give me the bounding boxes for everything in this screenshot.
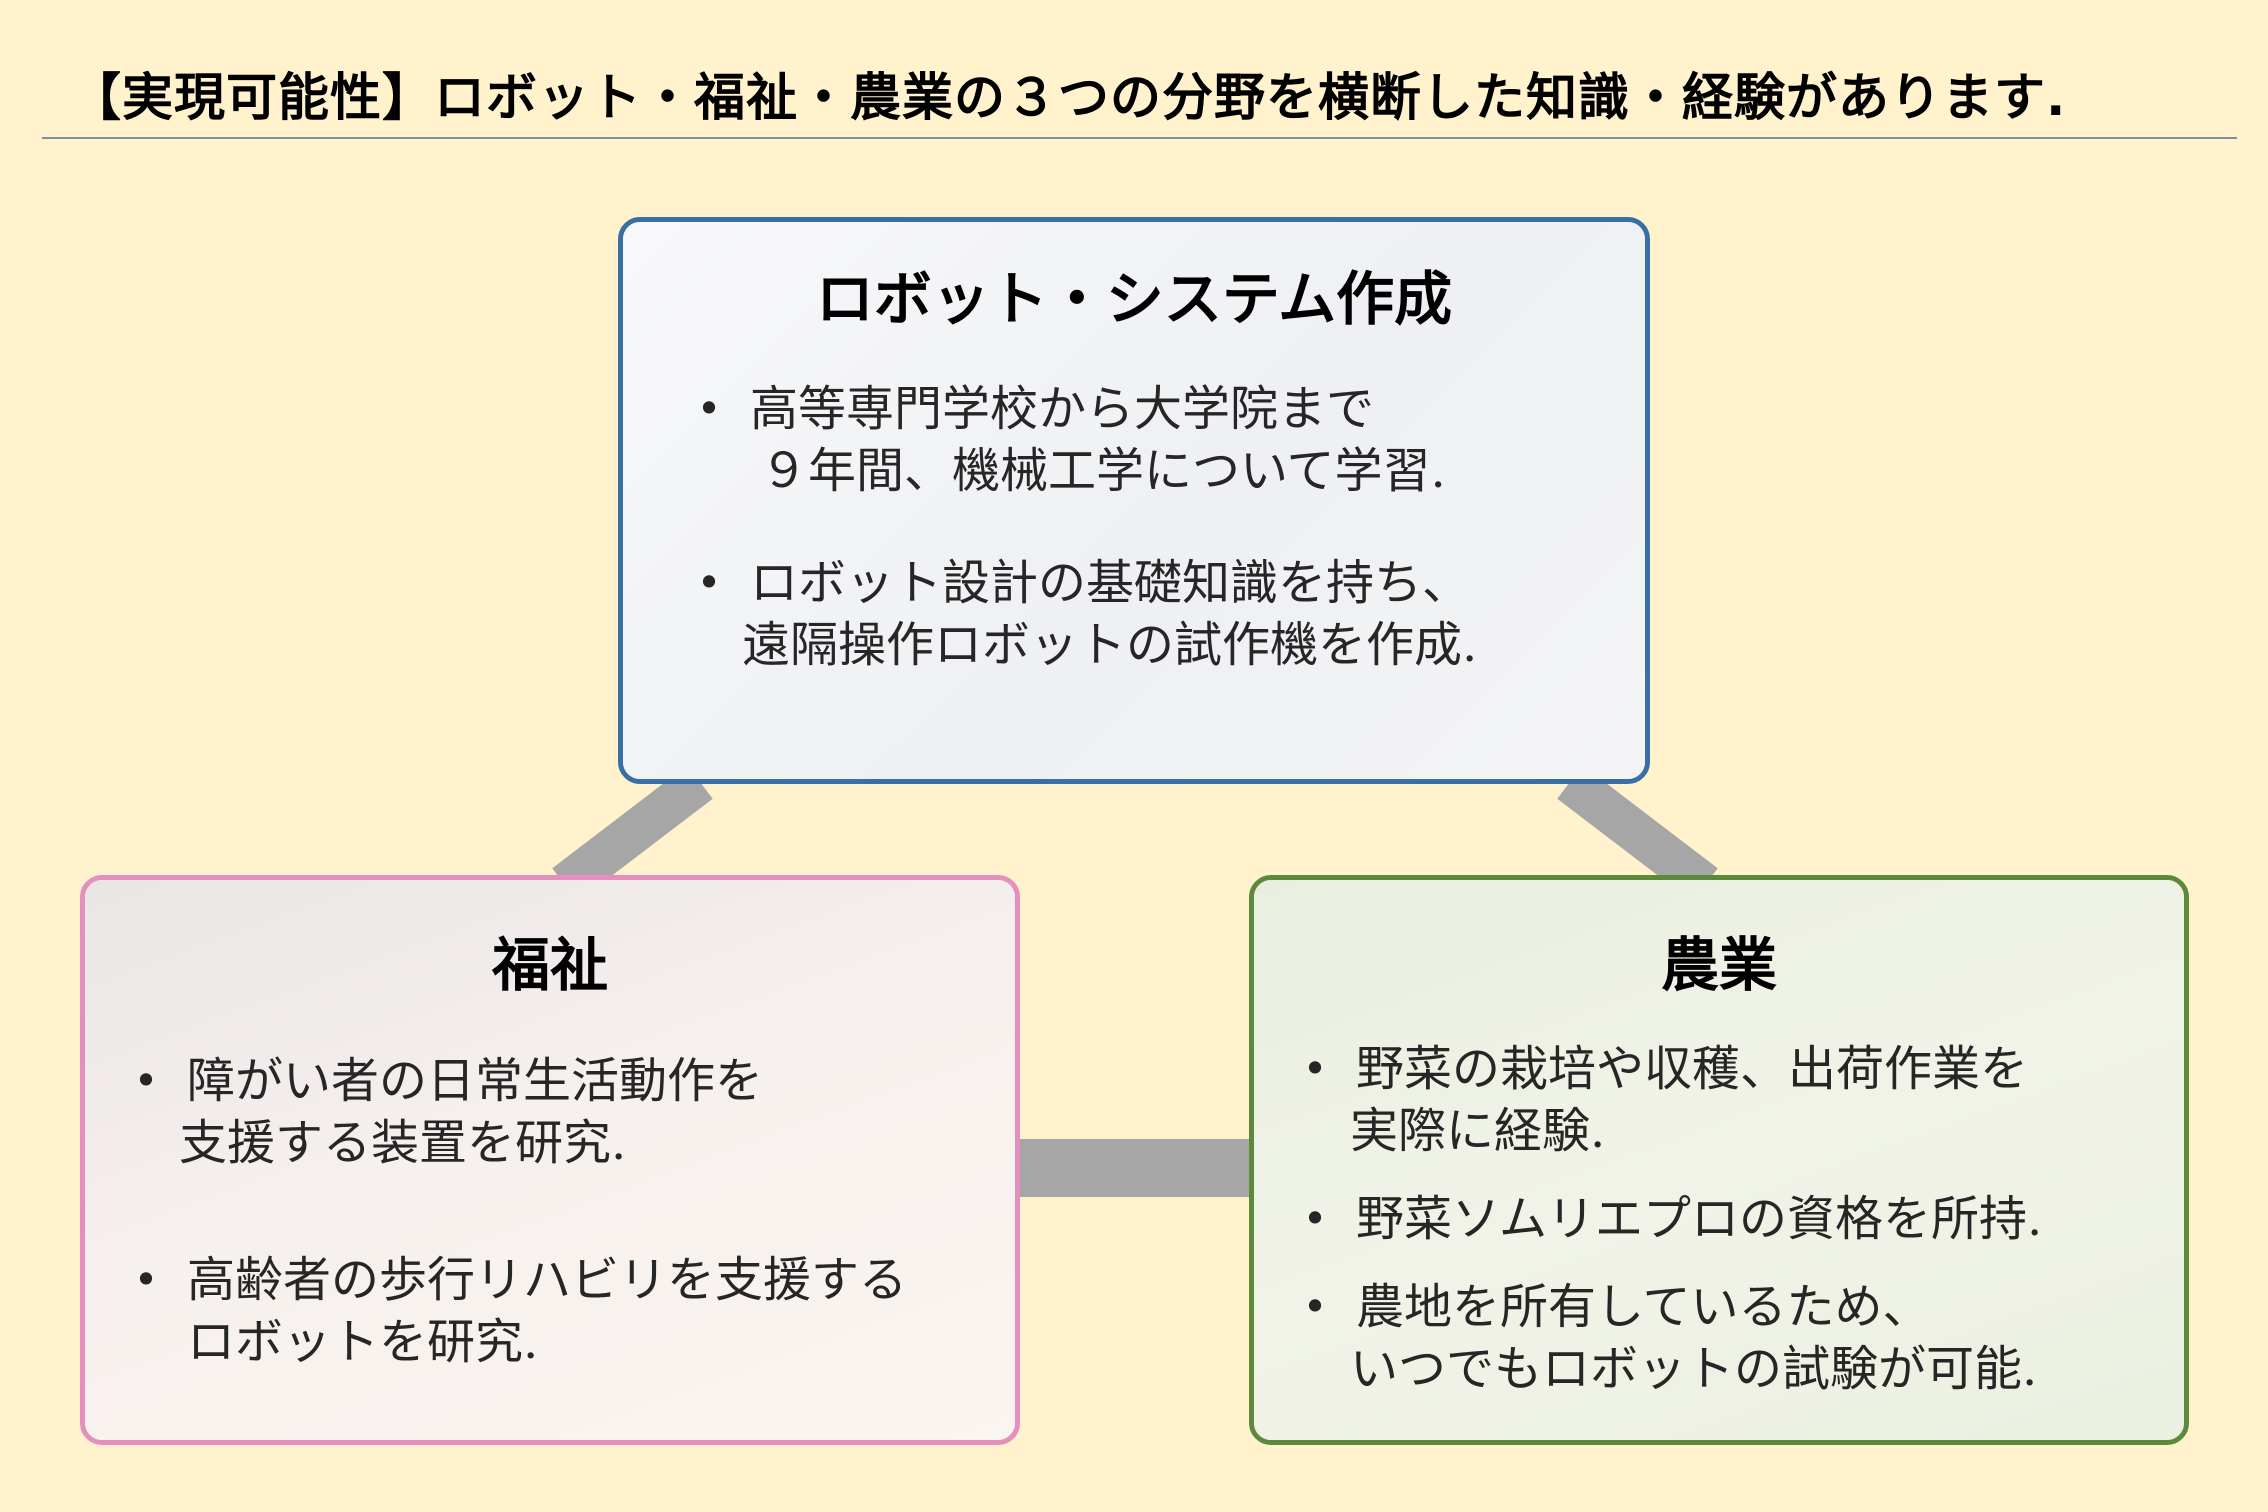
bullet-marker: •	[1302, 1044, 1328, 1093]
list-item-text: 障がい者の日常生活動作を	[187, 1053, 764, 1109]
list-item-text: 実際に経験.	[1350, 1103, 1606, 1159]
robot-box-title: ロボット・システム作成	[815, 265, 1453, 333]
list-item-text: ロボット設計の基礎知識を持ち、	[750, 555, 1471, 611]
list-item-text: いつでもロボットの試験が可能.	[1350, 1341, 2038, 1397]
list-item-text: 高等専門学校から大学院まで	[750, 381, 1375, 437]
welfare-box-title: 福祉	[491, 931, 608, 999]
list-item-text: 高齢者の歩行リハビリを支援する	[187, 1252, 908, 1308]
connector-robot-agri	[1557, 765, 1718, 902]
title-divider	[42, 137, 2237, 139]
list-item-text: 農地を所有しているため、	[1356, 1279, 1931, 1335]
list-item-text: ロボットを研究.	[187, 1314, 539, 1370]
bullet-marker: •	[133, 1255, 159, 1304]
list-item-text: 野菜ソムリエプロの資格を所持.	[1356, 1191, 2043, 1247]
list-item-text: 野菜の栽培や収穫、出荷作業を	[1356, 1041, 2029, 1097]
bullet-marker: •	[1302, 1194, 1328, 1243]
welfare-box: 福祉 • 障がい者の日常生活動作を 支援する装置を研究. • 高齢者の歩行リハビ…	[80, 875, 1020, 1445]
agriculture-photo-background	[1254, 880, 2184, 1440]
list-item: • 障がい者の日常生活動作を 支援する装置を研究.	[105, 1050, 1015, 1174]
agriculture-box: 農業 • 野菜の栽培や収穫、出荷作業を 実際に経験. • 野菜ソムリエプロの資格…	[1249, 875, 2189, 1445]
list-item: • ロボット設計の基礎知識を持ち、 遠隔操作ロボットの試作機を作成.	[668, 552, 1645, 676]
bullet-marker: •	[1302, 1282, 1328, 1331]
list-item-text: 遠隔操作ロボットの試作機を作成.	[742, 617, 1478, 673]
bullet-marker: •	[696, 558, 722, 607]
bullet-marker: •	[133, 1056, 159, 1105]
agriculture-bullet-list: • 野菜の栽培や収穫、出荷作業を 実際に経験. • 野菜ソムリエプロの資格を所持…	[1254, 1038, 2184, 1400]
agriculture-box-title: 農業	[1660, 931, 1777, 999]
welfare-bullet-list: • 障がい者の日常生活動作を 支援する装置を研究. • 高齢者の歩行リハビリを支…	[85, 1050, 1015, 1373]
bullet-marker: •	[696, 384, 722, 433]
page-title: 【実現可能性】ロボット・福祉・農業の３つの分野を横断した知識・経験があります.	[70, 69, 2067, 128]
list-item-text: ９年間、機械工学について学習.	[760, 443, 1446, 499]
list-item: • 高齢者の歩行リハビリを支援する ロボットを研究.	[105, 1249, 1015, 1373]
robot-photo-background	[623, 222, 1645, 779]
list-item: • 野菜ソムリエプロの資格を所持.	[1274, 1188, 2184, 1250]
welfare-photo-background	[85, 880, 1015, 1440]
robot-bullet-list: • 高等専門学校から大学院まで ９年間、機械工学について学習. • ロボット設計…	[623, 378, 1645, 676]
list-item: • 農地を所有しているため、 いつでもロボットの試験が可能.	[1274, 1276, 2184, 1400]
list-item-text: 支援する装置を研究.	[179, 1115, 627, 1171]
list-item: • 高等専門学校から大学院まで ９年間、機械工学について学習.	[668, 378, 1645, 502]
connector-robot-welfare	[552, 765, 713, 902]
robot-system-box: ロボット・システム作成 • 高等専門学校から大学院まで ９年間、機械工学について…	[618, 217, 1650, 784]
list-item: • 野菜の栽培や収穫、出荷作業を 実際に経験.	[1274, 1038, 2184, 1162]
